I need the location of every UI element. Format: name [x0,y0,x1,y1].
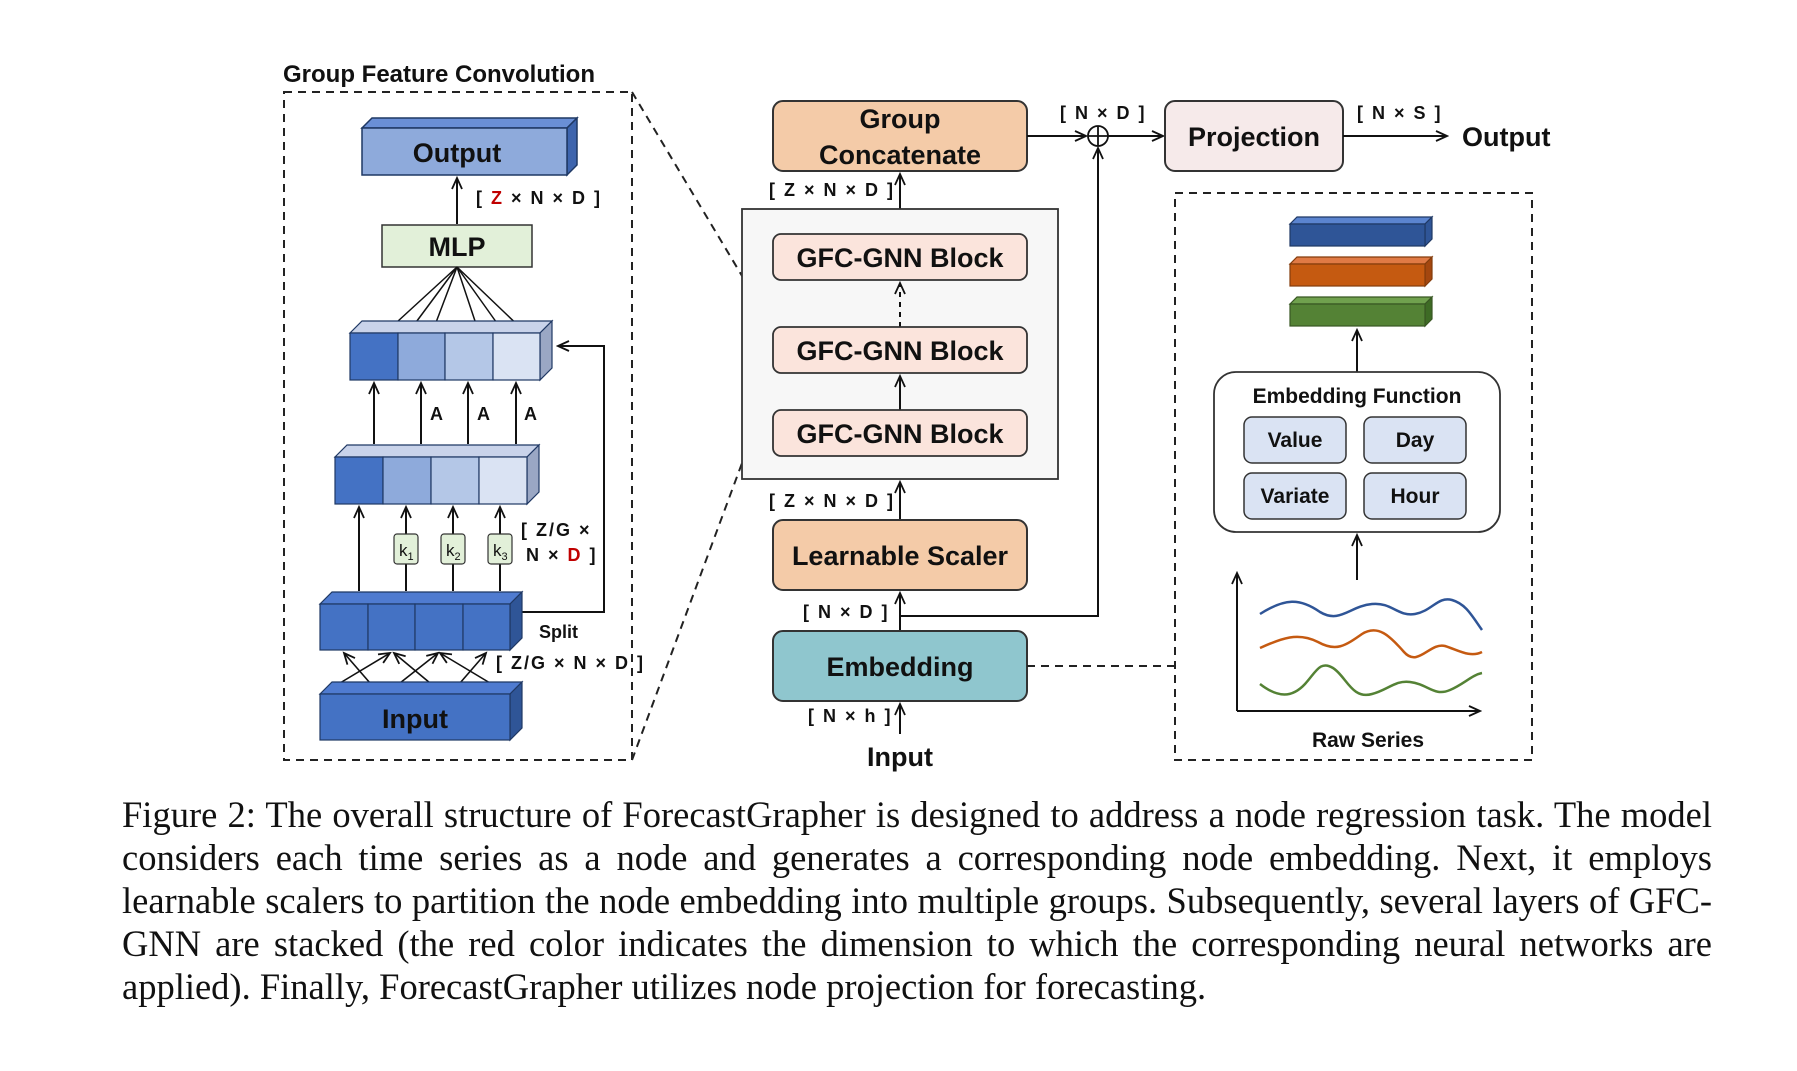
embedding-bar-red [1288,255,1434,288]
day-label: Day [1396,429,1435,452]
zoom-dim-split: [ Z/G × N × D ] [496,653,645,673]
zoom-dim-zg-line2: N × D ] [526,545,598,565]
day-box [1363,416,1467,464]
embedding-bar-green [1288,295,1434,328]
hour-label: Hour [1391,485,1440,508]
zoom-panel-title: Group Feature Convolution [283,61,595,88]
k2-box: k2 [440,533,466,565]
zoom-line-top [631,91,779,337]
dim-znd-top: [ Z × N × D ] [769,180,895,200]
skip-connection-arrow [522,346,605,613]
gfc-gnn-block-bottom [772,409,1028,457]
add-operator-icon [1087,125,1109,147]
gfc-gnn-label-middle: GFC-GNN Block [796,336,1004,366]
zoom-dim-out: [ Z × N × D ] [476,188,602,208]
group-concatenate-label-2: Concatenate [819,140,981,170]
embedding-label: Embedding [827,652,974,682]
variate-box [1243,472,1347,520]
a-label-3: A [524,404,537,424]
k1-box: k1 [393,533,419,565]
main-input-label: Input [867,742,933,772]
dim-nh: [ N × h ] [808,706,893,726]
zoom-output-label: Output [413,138,501,168]
svg-text:k1: k1 [399,541,414,563]
k-arrows [359,507,500,591]
svg-text:k2: k2 [446,541,461,563]
feature-row-middle [333,443,541,506]
zoom-output-block: Output [360,116,579,177]
dim-ns: [ N × S ] [1357,103,1443,123]
learnable-scaler-box [772,519,1028,591]
svg-text:k3: k3 [493,541,508,563]
zoom-dim-zg-line1: [ Z/G × [521,520,592,540]
residual-arrow [900,148,1098,617]
value-label: Value [1268,429,1323,452]
value-box [1243,416,1347,464]
a-label-2: A [477,404,490,424]
dim-nd-bottom: [ N × D ] [803,602,890,622]
zoom-input-label: Input [382,704,448,734]
a-label-1: A [430,404,443,424]
feature-row-split [318,590,524,652]
raw-series-label: Raw Series [1312,729,1424,752]
embedding-function-title: Embedding Function [1253,385,1462,408]
mlp-label: MLP [429,232,486,262]
gfc-gnn-block-top [772,233,1028,281]
figure-caption: Figure 2: The overall structure of Forec… [122,794,1712,1007]
dim-znd-mid: [ Z × N × D ] [769,491,895,511]
projection-label: Projection [1188,122,1320,152]
learnable-scaler-label: Learnable Scaler [792,541,1009,571]
a-arrows [374,383,516,444]
group-concatenate-label-1: Group [860,104,941,134]
mlp-box [381,224,533,268]
zoom-input-block: Input [318,680,524,742]
dim-nd-top: [ N × D ] [1060,103,1147,123]
raw-series-green-line [1259,664,1483,697]
k3-box: k3 [487,533,513,565]
hour-box [1363,472,1467,520]
variate-label: Variate [1261,485,1330,508]
split-arrows [339,653,491,684]
gfc-gnn-label-bottom: GFC-GNN Block [796,419,1004,449]
raw-series-red-line [1259,629,1483,659]
split-label: Split [539,622,578,642]
gfc-gnn-label-top: GFC-GNN Block [796,243,1004,273]
embedding-bar-blue [1288,215,1434,248]
raw-series-blue-line [1259,598,1484,631]
gfc-gnn-block-middle [772,326,1028,374]
feature-row-top [348,319,554,382]
zoom-panel-border [283,91,633,761]
output-label: Output [1462,122,1550,152]
